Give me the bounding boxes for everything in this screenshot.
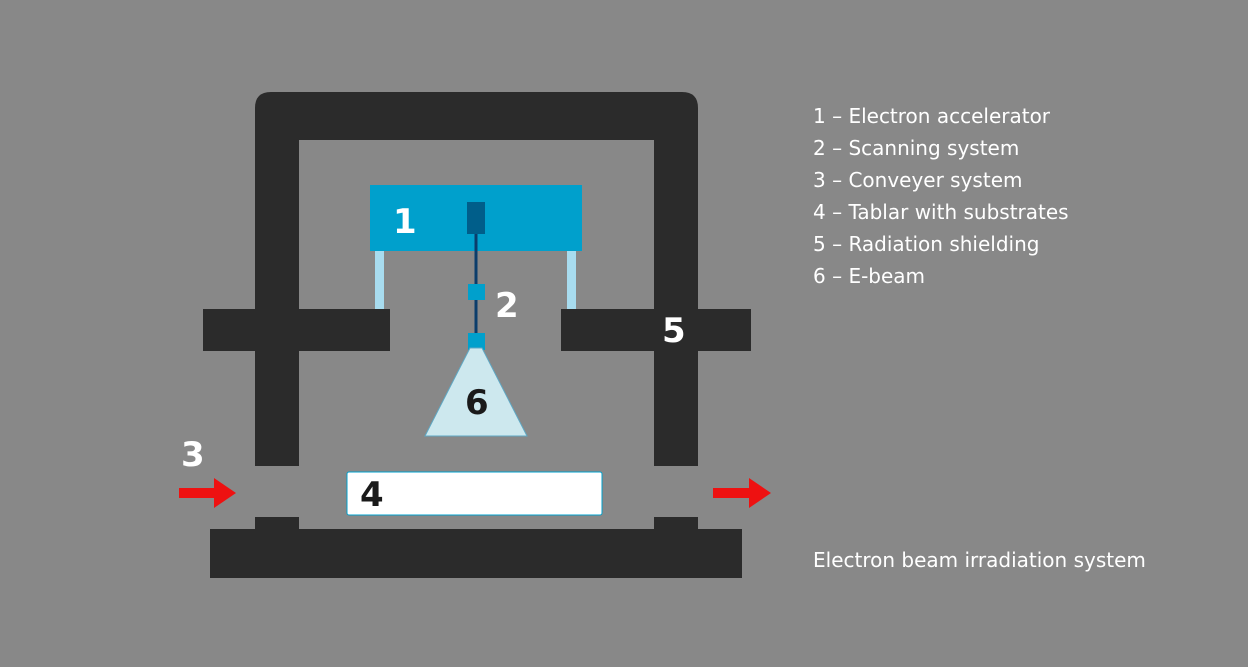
accelerator-nozzle [467, 202, 485, 234]
shielding-left-wall [255, 92, 698, 466]
shielding-left-foot [255, 517, 299, 531]
label-tablar: 4 [360, 475, 384, 515]
shielding-left-ledge [203, 309, 390, 351]
legend: 1 – Electron accelerator 2 – Scanning sy… [813, 100, 1069, 292]
conveyer-arrow-in [179, 478, 236, 508]
shielding-right-foot [654, 517, 698, 531]
legend-item: 5 – Radiation shielding [813, 232, 1040, 256]
scanning-magnet-lower [468, 333, 485, 350]
label-ebeam: 6 [465, 383, 489, 423]
shielding-right-ledge [561, 309, 751, 351]
label-conveyer: 3 [181, 435, 205, 475]
label-shielding: 5 [662, 311, 686, 351]
tablar [346, 471, 603, 516]
legend-item: 2 – Scanning system [813, 136, 1020, 160]
legend-item: 3 – Conveyer system [813, 168, 1023, 192]
diagram-caption: Electron beam irradiation system [813, 548, 1146, 572]
label-scanning: 2 [495, 286, 519, 326]
legend-item: 1 – Electron accelerator [813, 104, 1051, 128]
accelerator-support-right [567, 250, 576, 309]
legend-item: 6 – E-beam [813, 264, 926, 288]
conveyer-arrow-out [713, 478, 771, 508]
scanning-magnet-upper [468, 284, 485, 300]
accelerator-support-left [375, 250, 384, 309]
radiation-shielding [203, 92, 751, 578]
e-beam-cone [424, 347, 528, 437]
label-accelerator: 1 [393, 202, 417, 242]
shielding-base [210, 529, 742, 578]
legend-item: 4 – Tablar with substrates [813, 200, 1069, 224]
